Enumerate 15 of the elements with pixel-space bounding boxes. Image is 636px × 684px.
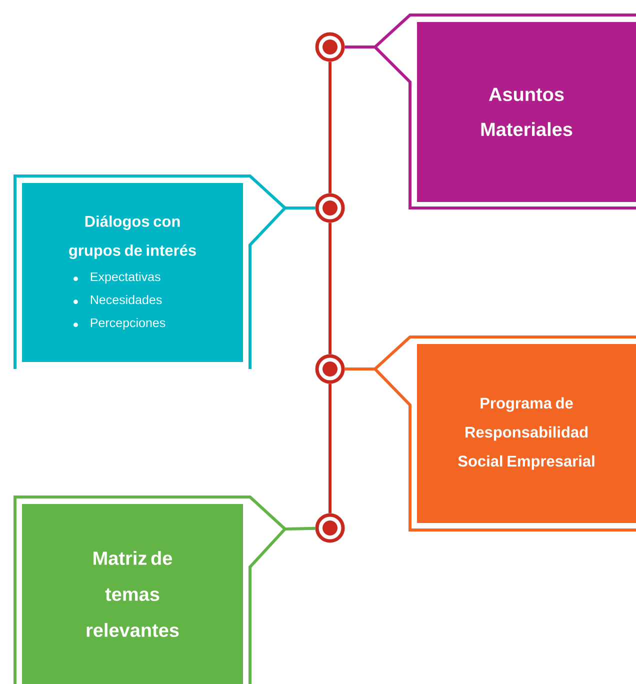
connector-line [284,526,316,530]
timeline-marker [315,513,345,543]
connector-line [344,368,375,370]
timeline-line [328,222,332,354]
connector-line [285,206,316,210]
callout-box: Asuntos Materiales [372,13,636,210]
timeline-marker [315,32,345,62]
timeline-line [328,384,332,514]
callout-box: Programa de Responsabilidad Social Empresarial [372,336,636,532]
connector-line [344,46,375,48]
timeline-line [328,62,332,194]
callout-box: Diálogos con grupos de interés Expectativas Necesidades Percepciones [14,174,288,369]
callout-box: Matriz de temas relevantes [14,496,288,684]
timeline-marker [315,193,345,223]
timeline-marker [315,354,345,384]
